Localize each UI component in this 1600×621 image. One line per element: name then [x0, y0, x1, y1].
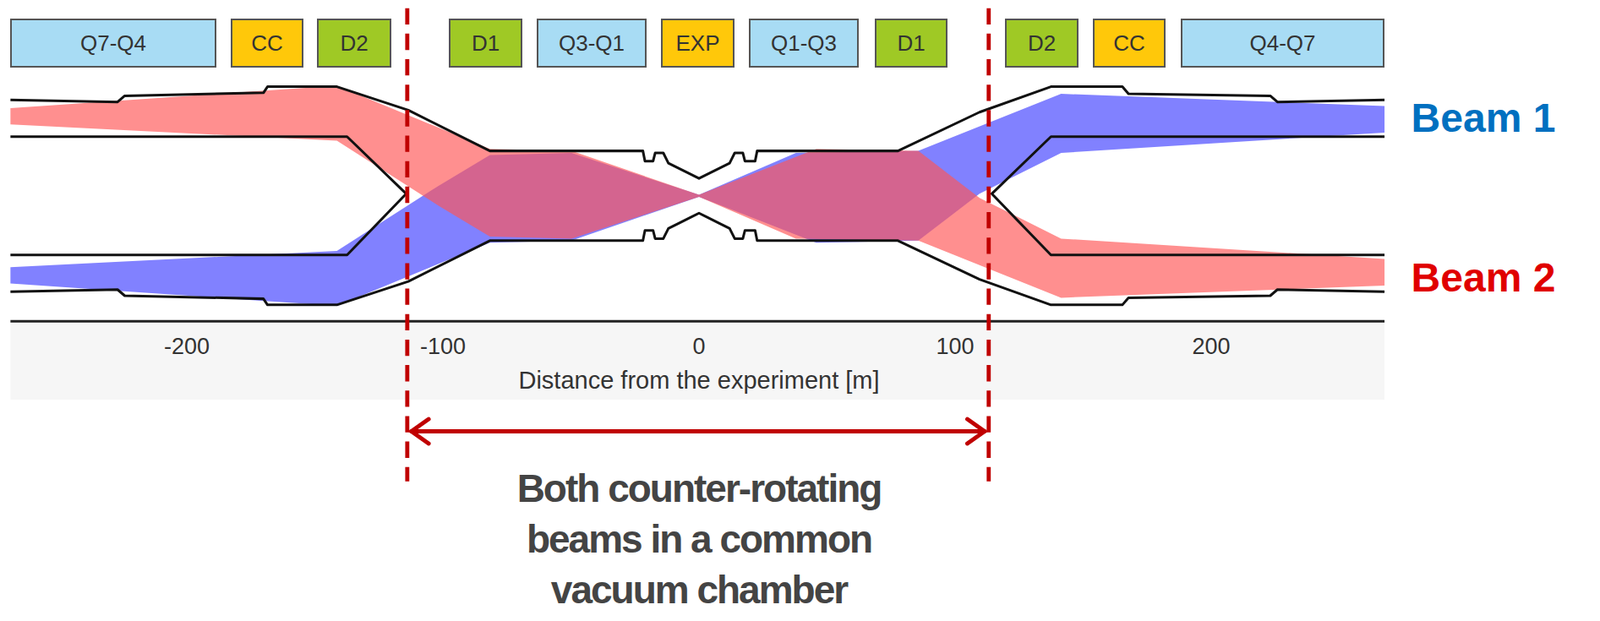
tick-label: 100 [933, 333, 977, 361]
magnet-box: Q4-Q7 [1180, 18, 1385, 68]
beam-label: Beam 1 [1411, 94, 1557, 142]
tick-label: 0 [689, 333, 708, 361]
axis-line [10, 320, 1385, 323]
magnet-box: D2 [1004, 18, 1079, 68]
axis-band [10, 322, 1385, 400]
magnet-box: D2 [316, 18, 392, 68]
magnet-label: Q1-Q3 [770, 30, 837, 57]
tick-label: -200 [161, 333, 213, 361]
magnet-box: CC [1092, 18, 1166, 68]
axis-title: Distance from the experiment [m] [515, 366, 882, 395]
magnet-label: Q7-Q4 [80, 30, 147, 57]
magnet-box: EXP [660, 18, 735, 68]
magnet-label: D1 [896, 30, 925, 57]
magnet-label: EXP [675, 30, 720, 57]
magnet-label: D2 [339, 30, 368, 57]
magnet-label: CC [251, 30, 284, 57]
magnet-box: Q3-Q1 [536, 18, 647, 68]
magnet-label: Q3-Q1 [558, 30, 625, 57]
magnet-label: D2 [1027, 30, 1056, 57]
span-arrow [411, 419, 985, 444]
magnet-label: D1 [471, 30, 500, 57]
beam-label: Beam 2 [1411, 254, 1557, 301]
tick-label: -100 [417, 333, 469, 361]
region-marker [407, 8, 989, 482]
magnet-box: CC [230, 18, 304, 68]
caption-note: Both counter-rotating beams in a common … [479, 463, 919, 616]
magnet-label: CC [1113, 30, 1146, 57]
vacuum-chamber [10, 87, 1385, 306]
magnet-label: Q4-Q7 [1249, 30, 1316, 57]
beam-2-envelope [10, 85, 1385, 298]
magnet-box: D1 [448, 18, 523, 68]
tick-label: 200 [1189, 333, 1233, 361]
magnet-box: D1 [874, 18, 948, 68]
magnet-box: Q1-Q3 [748, 18, 859, 68]
magnet-box: Q7-Q4 [10, 18, 217, 68]
